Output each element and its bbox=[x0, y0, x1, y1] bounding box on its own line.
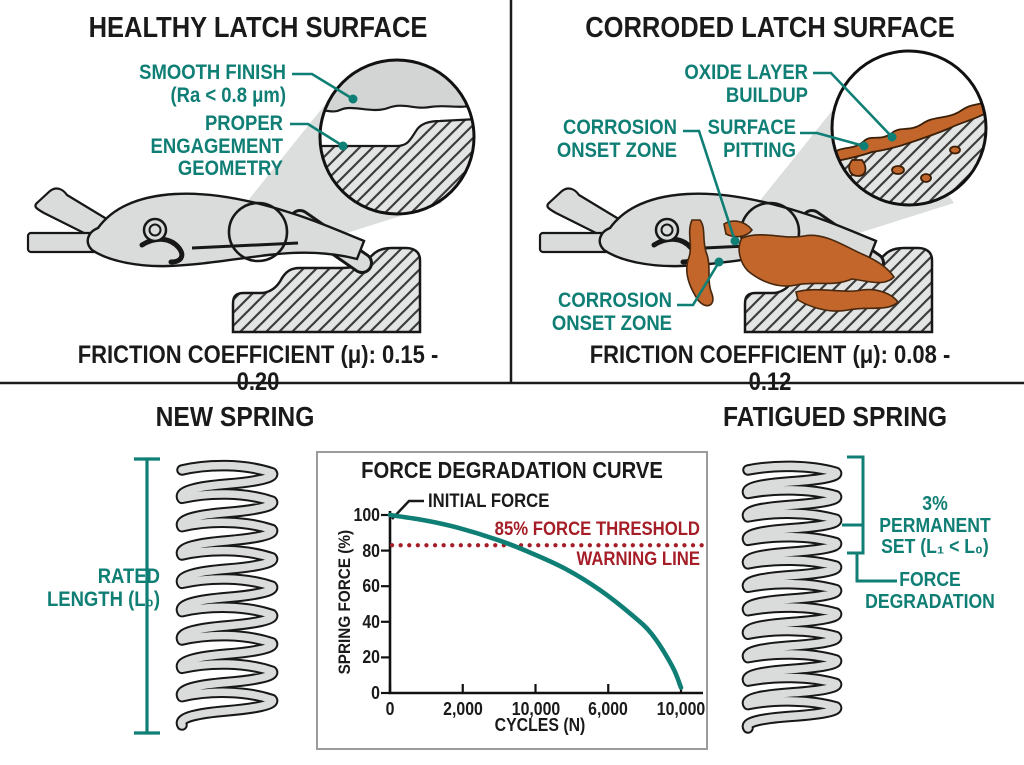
x-tick-label: 0 bbox=[385, 699, 395, 719]
caption-friction-healthy: FRICTION COEFFICIENT (μ): 0.15 - 0.20 bbox=[77, 341, 439, 396]
magnifier-circle-corroded bbox=[830, 49, 988, 207]
title-new-spring: NEW SPRING bbox=[155, 401, 315, 432]
magnifier-circle-healthy bbox=[318, 58, 476, 216]
rated-length-dimension-line bbox=[134, 457, 160, 735]
title-fatigued-spring: FATIGUED SPRING bbox=[722, 401, 948, 432]
label-proper-engagement: PROPER ENGAGEMENT GEOMETRY bbox=[150, 112, 283, 181]
corrosion-deposits bbox=[685, 219, 900, 312]
label-oxide-layer: OXIDE LAYER BUILDUP bbox=[684, 61, 808, 107]
x-tick-label: 2,000 bbox=[442, 699, 483, 719]
label-smooth-finish: SMOOTH FINISH (Ra < 0.8 μm) bbox=[139, 61, 286, 107]
y-tick-label: 40 bbox=[362, 611, 380, 632]
title-healthy-latch: HEALTHY LATCH SURFACE bbox=[88, 12, 428, 44]
fatigued-spring-coil bbox=[743, 462, 841, 732]
chart-title: FORCE DEGRADATION CURVE bbox=[361, 457, 663, 483]
panel-dividers bbox=[0, 0, 1024, 385]
y-tick-label: 60 bbox=[362, 576, 380, 597]
permanent-set-bracket bbox=[842, 455, 897, 583]
magnifier-corroded-content bbox=[832, 51, 986, 205]
title-corroded-latch: CORRODED LATCH SURFACE bbox=[585, 12, 955, 44]
chart-initial-force-label: INITIAL FORCE bbox=[428, 491, 550, 512]
label-rated-length: RATED LENGTH (L₀) bbox=[46, 565, 160, 611]
x-tick-label: 10,000 bbox=[656, 699, 706, 719]
y-tick-label: 0 bbox=[371, 683, 380, 703]
label-corrosion-onset-top: CORROSION ONSET ZONE bbox=[556, 116, 677, 162]
y-tick-label: 100 bbox=[353, 505, 380, 525]
y-tick-label: 20 bbox=[362, 647, 380, 668]
chart-warning-line-label: WARNING LINE bbox=[576, 549, 700, 570]
chart-threshold-label: 85% FORCE THRESHOLD bbox=[494, 519, 700, 540]
label-surface-pitting: SURFACE PITTING bbox=[707, 116, 796, 162]
x-tick-label: 6,000 bbox=[588, 699, 629, 719]
caption-friction-corroded: FRICTION COEFFICIENT (μ): 0.08 - 0.12 bbox=[589, 341, 951, 396]
chart-x-axis-label: CYCLES (N) bbox=[494, 715, 586, 735]
spring-illustrations bbox=[175, 459, 843, 734]
x-tick-label: 10,000 bbox=[511, 699, 560, 719]
callout-leader-lines bbox=[290, 71, 893, 307]
chart-frame bbox=[316, 451, 708, 750]
label-permanent-set: 3% PERMANENT SET (L₁ < L₀) bbox=[879, 493, 991, 559]
label-force-degradation: FORCE DEGRADATION bbox=[865, 569, 995, 613]
y-tick-label: 80 bbox=[362, 540, 380, 561]
label-corrosion-onset-bottom: CORROSION ONSET ZONE bbox=[551, 289, 672, 335]
new-spring-coil bbox=[177, 461, 277, 729]
chart-plot-layer bbox=[381, 512, 705, 695]
initial-force-leader bbox=[391, 499, 424, 520]
force-degradation-curve bbox=[387, 512, 684, 690]
callout-dots bbox=[338, 94, 897, 267]
